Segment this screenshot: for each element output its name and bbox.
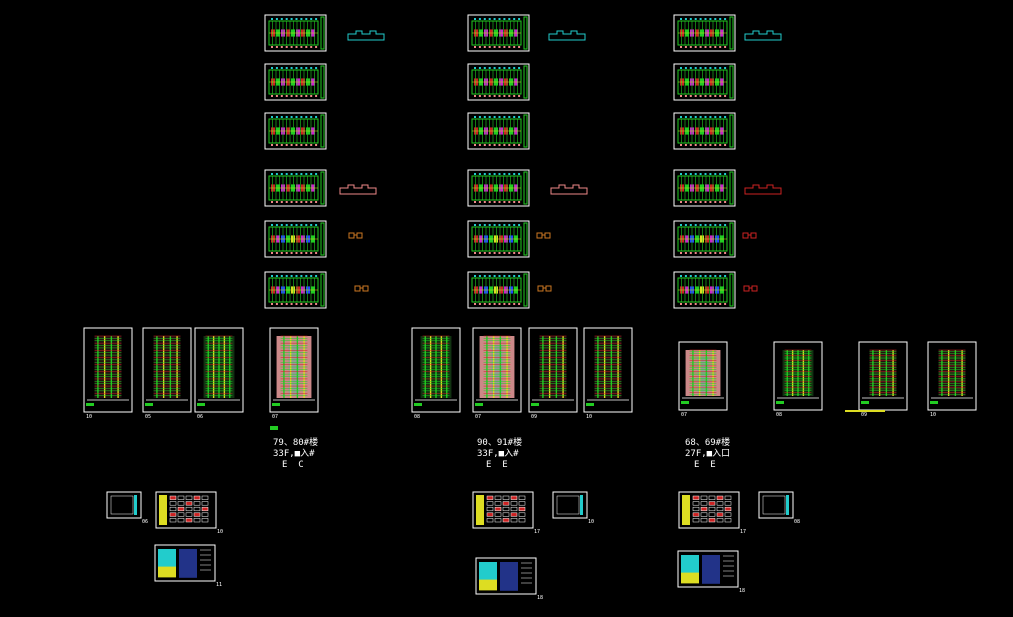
floor-plan-sheet-1-3[interactable] bbox=[264, 112, 327, 150]
elevation-sheet-c1[interactable]: 07 bbox=[678, 341, 728, 418]
floor-plan-sheet-1-5[interactable] bbox=[264, 220, 327, 258]
sheet-number: 17 bbox=[740, 529, 746, 535]
building-label-90-line1: 90、91#楼 bbox=[477, 438, 523, 448]
building-label-68-line1: 68、69#楼 bbox=[685, 438, 731, 448]
floor-plan-sheet-3-2[interactable] bbox=[673, 63, 736, 101]
building-label-90-line3: E E bbox=[486, 460, 508, 470]
elevation-sheet-b2[interactable]: 07 bbox=[472, 327, 522, 420]
elevation-sheet-a2[interactable]: 05 bbox=[142, 327, 192, 420]
building-label-79-line1: 79、80#楼 bbox=[273, 438, 319, 448]
sheet-number: 18 bbox=[739, 588, 745, 594]
elevation-sheet-c4[interactable]: 10 bbox=[927, 341, 977, 418]
sheet-number: 11 bbox=[216, 582, 222, 588]
detail-sheet-a3[interactable]: 11 bbox=[154, 544, 222, 588]
keyplan-cyan-3 bbox=[744, 30, 782, 41]
building-label-79-line3: E C bbox=[282, 460, 304, 470]
sheet-number: 08 bbox=[794, 519, 800, 525]
sheet-number: 18 bbox=[537, 595, 543, 601]
detail-sheet-a1[interactable]: 06 bbox=[106, 491, 148, 525]
floor-plan-sheet-1-1[interactable] bbox=[264, 14, 327, 52]
elevation-sheet-b3[interactable]: 09 bbox=[528, 327, 578, 420]
elevation-sheet-b1[interactable]: 08 bbox=[411, 327, 461, 420]
floor-plan-sheet-1-6[interactable] bbox=[264, 271, 327, 309]
elevation-sheet-c2[interactable]: 08 bbox=[773, 341, 823, 418]
building-label-90-line2: 33F,■入# bbox=[477, 449, 519, 459]
sheet-number: 10 bbox=[586, 414, 592, 420]
sheet-number: 05 bbox=[145, 414, 151, 420]
floor-plan-sheet-2-3[interactable] bbox=[467, 112, 530, 150]
floor-plan-sheet-1-2[interactable] bbox=[264, 63, 327, 101]
building-label-68-line3: E E bbox=[694, 460, 716, 470]
detail-sheet-b3[interactable]: 18 bbox=[475, 557, 543, 601]
detail-sheet-c1[interactable]: 17 bbox=[678, 491, 746, 535]
floor-plan-sheet-3-5[interactable] bbox=[673, 220, 736, 258]
keyplan-mark-3 bbox=[742, 232, 757, 239]
keyplan-mark-1 bbox=[348, 232, 363, 239]
floor-plan-sheet-3-4[interactable] bbox=[673, 169, 736, 207]
sheet-number: 06 bbox=[197, 414, 203, 420]
floor-plan-sheet-2-6[interactable] bbox=[467, 271, 530, 309]
sheet-number: 09 bbox=[861, 412, 867, 418]
sheet-number: 09 bbox=[531, 414, 537, 420]
elevation-sheet-a4[interactable]: 07 bbox=[269, 327, 319, 420]
keyplan-cyan-1 bbox=[347, 30, 385, 41]
keyplan-red-3 bbox=[744, 184, 782, 195]
building-label-68-line2: 27F,■入口 bbox=[685, 449, 731, 459]
detail-sheet-b1[interactable]: 17 bbox=[472, 491, 540, 535]
floor-plan-sheet-3-6[interactable] bbox=[673, 271, 736, 309]
detail-sheet-c3[interactable]: 18 bbox=[677, 550, 745, 594]
floor-plan-sheet-2-1[interactable] bbox=[467, 14, 530, 52]
elevation-sheet-a3[interactable]: 06 bbox=[194, 327, 244, 420]
elevation-sheet-b4[interactable]: 10 bbox=[583, 327, 633, 420]
sheet-number: 10 bbox=[217, 529, 223, 535]
sheet-number: 07 bbox=[475, 414, 481, 420]
floor-plan-sheet-3-1[interactable] bbox=[673, 14, 736, 52]
elevation-sheet-a1[interactable]: 10 bbox=[83, 327, 133, 420]
sheet-number: 08 bbox=[414, 414, 420, 420]
detail-sheet-b2[interactable]: 10 bbox=[552, 491, 594, 525]
detail-sheet-a2[interactable]: 10 bbox=[155, 491, 223, 535]
keyplan-mark-4 bbox=[354, 285, 369, 292]
building-label-79-line2: 33F,■入# bbox=[273, 449, 315, 459]
sheet-number: 07 bbox=[681, 412, 687, 418]
sheet-number: 07 bbox=[272, 414, 278, 420]
floor-plan-sheet-1-4[interactable] bbox=[264, 169, 327, 207]
floor-plan-sheet-3-3[interactable] bbox=[673, 112, 736, 150]
sheet-number: 10 bbox=[930, 412, 936, 418]
sheet-number: 17 bbox=[534, 529, 540, 535]
keyplan-pink-2 bbox=[550, 184, 588, 195]
sheet-number: 06 bbox=[142, 519, 148, 525]
floor-plan-sheet-2-4[interactable] bbox=[467, 169, 530, 207]
sheet-number: 10 bbox=[86, 414, 92, 420]
keyplan-mark-6 bbox=[743, 285, 758, 292]
floor-plan-sheet-2-2[interactable] bbox=[467, 63, 530, 101]
keyplan-cyan-2 bbox=[548, 30, 586, 41]
elevation-sheet-c3[interactable]: 09 bbox=[858, 341, 908, 418]
detail-sheet-c2[interactable]: 08 bbox=[758, 491, 800, 525]
sheet-number: 08 bbox=[776, 412, 782, 418]
floor-plan-sheet-2-5[interactable] bbox=[467, 220, 530, 258]
keyplan-mark-5 bbox=[537, 285, 552, 292]
keyplan-mark-2 bbox=[536, 232, 551, 239]
sheet-number: 10 bbox=[588, 519, 594, 525]
keyplan-pink-1 bbox=[339, 184, 377, 195]
